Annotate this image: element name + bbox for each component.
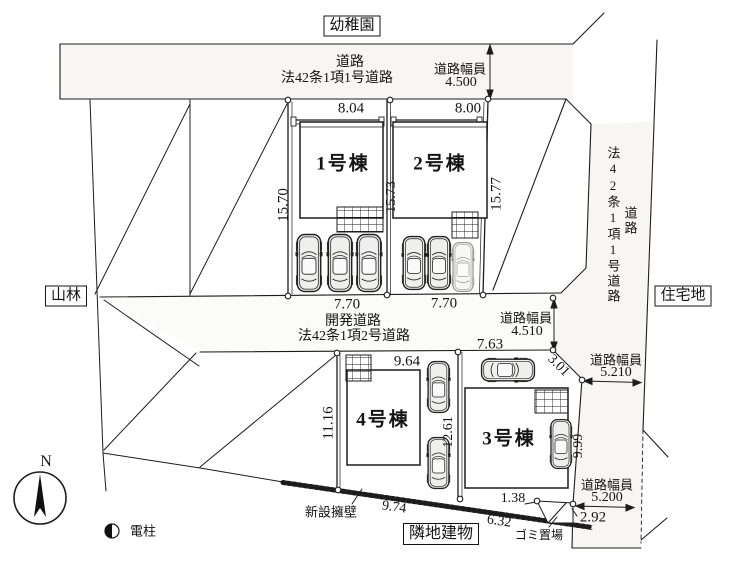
building-1-label: 1号棟 — [316, 153, 370, 175]
forest-label: 山林 — [44, 285, 88, 307]
building-1-outline — [299, 121, 384, 219]
building-2-label: 2号棟 — [413, 153, 467, 175]
dim-lot3-frontage: 7.63 — [476, 336, 504, 353]
car-icon — [355, 233, 383, 293]
development-road-classification: 法42条1項2号道路 — [298, 329, 410, 344]
car-icon — [326, 233, 354, 293]
forest-boundary — [89, 99, 337, 492]
lower-lots — [336, 351, 569, 499]
east-road-width-lower-label: 道路幅員 — [580, 477, 634, 493]
development-road-width-value: 4.510 — [511, 324, 543, 339]
porch-grid-4 — [345, 354, 372, 382]
dim-lot3-east: 9.99 — [571, 433, 586, 459]
compass — [13, 471, 67, 525]
building-3-label: 3号棟 — [482, 428, 536, 450]
boundary-markers — [284, 95, 586, 508]
garbage-area-label: ゴミ置場 — [514, 528, 564, 542]
dim-lot2-south: 7.70 — [430, 295, 458, 312]
north-road-lines — [59, 12, 605, 100]
building-4-outline — [346, 369, 421, 466]
dim-lot1-frontage: 8.04 — [337, 100, 365, 117]
car-icon — [401, 235, 427, 291]
dim-lot1-south: 7.70 — [333, 296, 361, 313]
compass-north-label: N — [40, 453, 52, 470]
dim-center-depth: 15.73 — [384, 181, 399, 213]
porch-grid-3 — [534, 389, 569, 414]
dim-west-depth: 15.70 — [275, 188, 292, 222]
residential-area-label: 住宅地 — [654, 285, 712, 307]
kindergarten-label: 幼稚園 — [323, 15, 381, 37]
development-road-name: 開発道路 — [325, 314, 381, 329]
north-road-width-value: 4.500 — [445, 75, 477, 90]
car-icon — [480, 357, 536, 383]
building-2-outline — [392, 121, 488, 219]
upper-lots — [287, 99, 489, 297]
north-road-name: 道路 — [336, 55, 364, 70]
dim-lot3-lot4-boundary: 12.61 — [441, 416, 456, 448]
east-road-lines — [487, 39, 669, 549]
power-pole-icon — [104, 523, 120, 539]
east-road-classification: 法42条1項1号道路 — [605, 146, 621, 304]
dim-lot2-frontage: 8.00 — [454, 100, 482, 117]
dim-garbage-frontage: 1.38 — [500, 491, 526, 506]
north-road-classification: 法42条1項1号道路 — [281, 71, 393, 86]
neighbor-building-label: 隣地建物 — [402, 523, 480, 545]
dim-lot4-west: 11.16 — [320, 406, 337, 440]
retaining-wall-label: 新設擁壁 — [304, 504, 358, 520]
building-4-label: 4号棟 — [356, 409, 410, 431]
north-road-width-label: 道路幅員 — [433, 61, 487, 77]
east-road-width-upper-label: 道路幅員 — [589, 352, 643, 368]
dim-lot4-frontage: 9.64 — [393, 353, 421, 370]
dim-east-depth: 15.77 — [488, 177, 505, 211]
car-icon — [426, 360, 451, 414]
porch-grid-2 — [451, 211, 479, 239]
retaining-wall — [280, 480, 595, 530]
power-pole-label: 電柱 — [129, 523, 157, 539]
car-icon-light — [451, 241, 475, 293]
dim-southeast-side: 2.92 — [579, 509, 607, 526]
dimension-arrows — [351, 43, 643, 528]
garbage-area-shape — [536, 500, 574, 524]
development-road-width-label: 道路幅員 — [499, 310, 553, 326]
east-road-name: 道路 — [622, 206, 638, 236]
compass-needle — [34, 474, 46, 517]
car-icon — [426, 235, 452, 291]
east-road-width-upper-value: 5.210 — [600, 365, 632, 380]
car-icon — [549, 418, 573, 470]
car-icon — [295, 233, 323, 293]
east-road-width-lower-value: 5.200 — [591, 490, 623, 505]
porch-grid-1 — [336, 206, 384, 233]
